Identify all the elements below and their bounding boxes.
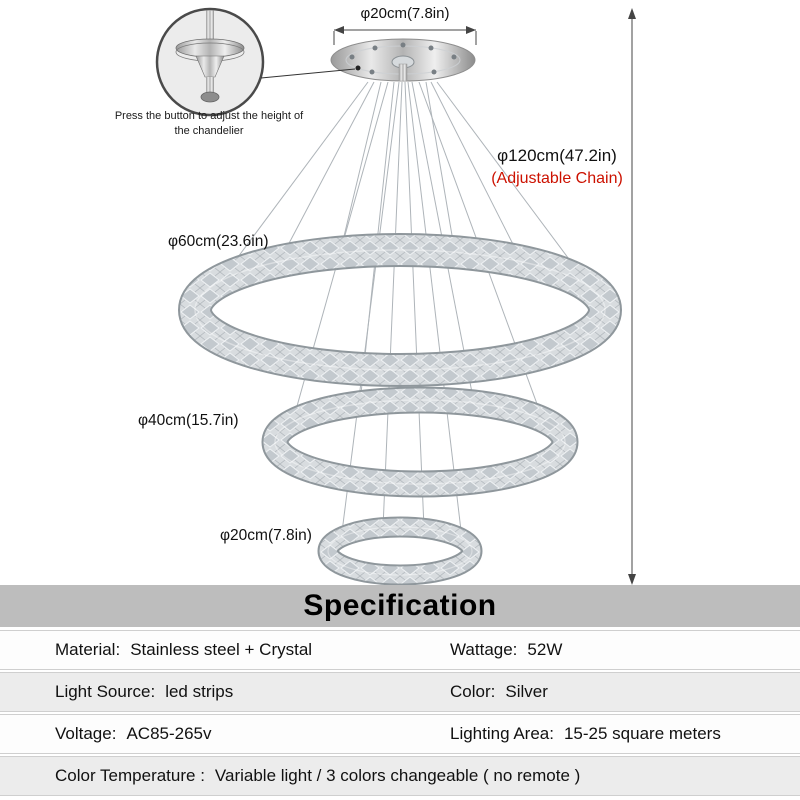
spec-row-color-temperature: Color Temperature : Variable light / 3 co… xyxy=(0,756,800,796)
spec-label-light-source: Light Source: xyxy=(55,682,156,701)
spec-row-material-wattage: Material: Stainless steel + Crystal Watta… xyxy=(0,630,800,670)
height-adjust-button-detail xyxy=(175,10,245,103)
spec-value-light-source: led strips xyxy=(165,682,234,701)
canopy-dimension-line xyxy=(333,26,477,45)
adjustable-chain-note: (Adjustable Chain) xyxy=(491,170,623,187)
spec-row-lightsource-color: Light Source: led strips Color: Silver xyxy=(0,672,800,712)
spec-label-color: Color: xyxy=(450,682,496,701)
crystal-ring-medium xyxy=(261,386,579,498)
ring-large-dimension-label: φ60cm(23.6in) xyxy=(168,233,269,250)
crystal-ring-large xyxy=(178,233,622,387)
spec-cell-light-source: Light Source: led strips xyxy=(55,682,233,702)
spec-value-wattage: 52W xyxy=(527,640,563,659)
specification-title: Specification xyxy=(303,589,497,622)
spec-cell-color-temperature: Color Temperature : Variable light / 3 co… xyxy=(55,766,580,786)
spec-cell-lighting-area: Lighting Area: 15-25 square meters xyxy=(450,724,721,744)
chandelier-diagram xyxy=(155,7,636,586)
chain-dimension-block: φ120cm(47.2in) (Adjustable Chain) xyxy=(472,146,642,188)
spec-label-voltage: Voltage: xyxy=(55,724,117,743)
height-adjust-detail-inset xyxy=(155,7,361,117)
spec-label-color-temperature: Color Temperature : xyxy=(55,766,205,785)
ring-small-dimension-label: φ20cm(7.8in) xyxy=(220,527,312,544)
spec-value-color: Silver xyxy=(505,682,548,701)
crystal-ring-small xyxy=(317,516,483,586)
spec-label-material: Material: xyxy=(55,640,121,659)
spec-value-material: Stainless steel + Crystal xyxy=(130,640,313,659)
specification-table: Material: Stainless steel + Crystal Watta… xyxy=(0,630,800,798)
spec-cell-wattage: Wattage: 52W xyxy=(450,640,562,660)
canopy-screws xyxy=(349,42,457,75)
chain-dimension-line xyxy=(628,8,636,585)
ceiling-plate xyxy=(330,38,476,82)
chain-dimension-label: φ120cm(47.2in) xyxy=(497,146,617,165)
spec-value-lighting-area: 15-25 square meters xyxy=(563,724,721,743)
spec-value-color-temperature: Variable light / 3 colors changeable ( n… xyxy=(214,766,581,785)
ring-medium-dimension-label: φ40cm(15.7in) xyxy=(138,412,239,429)
spec-cell-voltage: Voltage: AC85-265v xyxy=(55,724,212,744)
canopy-dimension-label: φ20cm(7.8in) xyxy=(360,5,450,22)
inset-caption: Press the button to adjust the height of… xyxy=(114,110,304,137)
spec-row-voltage-area: Voltage: AC85-265v Lighting Area: 15-25 sq… xyxy=(0,714,800,754)
spec-label-lighting-area: Lighting Area: xyxy=(450,724,554,743)
spec-cell-color: Color: Silver xyxy=(450,682,548,702)
spec-value-voltage: AC85-265v xyxy=(126,724,212,743)
spec-label-wattage: Wattage: xyxy=(450,640,518,659)
specification-header-band: Specification xyxy=(0,585,800,627)
spec-cell-material: Material: Stainless steel + Crystal xyxy=(55,640,312,660)
